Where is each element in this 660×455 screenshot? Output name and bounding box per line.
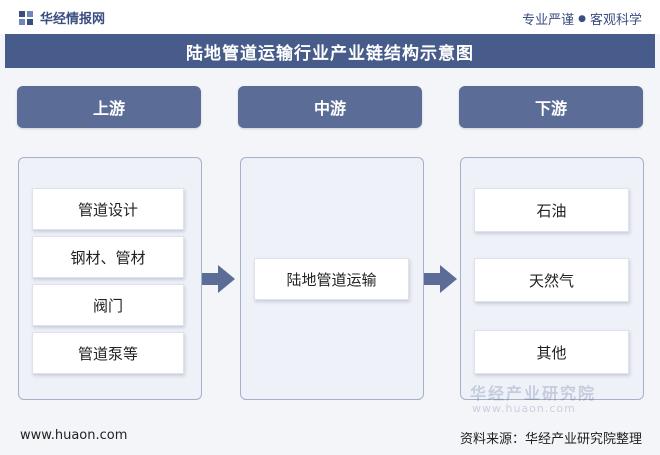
midstream-panel: 陆地管道运输	[240, 157, 424, 400]
watermark-name: 华经产业研究院	[470, 384, 597, 403]
stage-header-upstream: 上游	[17, 86, 201, 128]
slogan-separator-icon: ●	[578, 13, 586, 24]
footer-source: 资料来源：华经产业研究院整理	[459, 432, 642, 447]
downstream-item: 天然气	[474, 258, 629, 302]
right-arrow-icon	[202, 265, 235, 293]
brand-name: 华经情报网	[40, 12, 106, 27]
upstream-item: 管道设计	[32, 188, 184, 230]
upstream-item: 钢材、管材	[32, 236, 184, 278]
downstream-item: 其他	[474, 330, 629, 374]
downstream-panel: 石油 天然气 其他	[460, 157, 644, 400]
top-bar: 华经情报网 专业严谨 ● 客观科学	[0, 0, 660, 34]
slogan-right: 客观科学	[589, 13, 642, 28]
slogan-left: 专业严谨	[522, 13, 575, 28]
midstream-item: 陆地管道运输	[254, 258, 409, 300]
watermark: 华经产业研究院 www.huaon.com	[470, 380, 640, 416]
diagram-title: 陆地管道运输行业产业链结构示意图	[5, 34, 655, 68]
huajing-logo-icon	[19, 10, 33, 25]
downstream-item: 石油	[474, 188, 629, 232]
upstream-item: 管道泵等	[32, 332, 184, 374]
slogan: 专业严谨 ● 客观科学	[522, 9, 642, 28]
brand: 华经情报网	[18, 8, 105, 27]
right-arrow-icon	[424, 265, 457, 293]
upstream-item: 阀门	[32, 284, 184, 326]
stage-header-midstream: 中游	[238, 86, 422, 128]
stage-header-downstream: 下游	[459, 86, 643, 128]
upstream-panel: 管道设计 钢材、管材 阀门 管道泵等	[18, 157, 202, 400]
watermark-url: www.huaon.com	[472, 402, 576, 415]
footer-website: www.huaon.com	[20, 428, 128, 443]
